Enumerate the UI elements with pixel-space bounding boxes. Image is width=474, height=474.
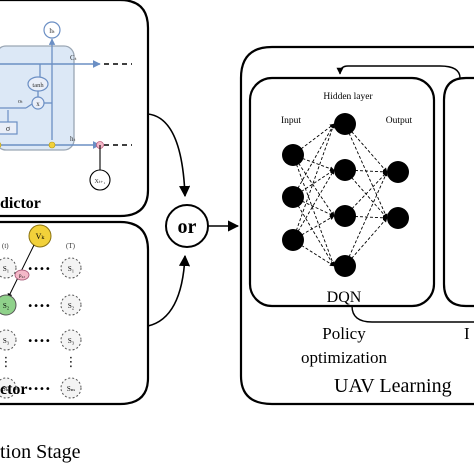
sigma-label: σ	[6, 124, 11, 133]
state-label: Sₘ	[2, 385, 11, 393]
dqn-box	[248, 76, 436, 308]
output-neuron	[387, 207, 409, 229]
state-label: S₃	[3, 337, 10, 345]
feedback-arrow-top	[336, 65, 461, 79]
network-edge	[292, 123, 335, 156]
vertical-ellipsis: ⋮	[0, 355, 13, 370]
network-edge	[292, 169, 335, 241]
hidden-neuron	[334, 113, 356, 135]
time-label-t: (t)	[2, 242, 9, 250]
state-node	[0, 329, 17, 351]
state-node	[60, 329, 82, 351]
input-label: Input	[281, 116, 301, 126]
network-edge	[292, 239, 335, 267]
state-label: S₂	[68, 302, 75, 310]
lstm-predictor-panel: Cₜ hₜ tanh x oₜ σ hₜ Xₜ₊₁	[0, 0, 150, 218]
state-node	[60, 377, 82, 399]
state-node	[0, 257, 17, 279]
uav-panel-border	[239, 45, 474, 406]
uav-learning-panel: Hidden layer Input Output DQN Policy opt…	[239, 45, 474, 406]
hidden-state-label: hₜ	[70, 135, 76, 143]
state-label: S₂	[3, 302, 10, 310]
markov-panel-label: ctor	[0, 381, 28, 398]
state-node	[0, 294, 17, 316]
hidden-neuron	[334, 255, 356, 277]
state-label: S₁	[3, 265, 9, 273]
x-next-label: Xₜ₊₁	[94, 179, 105, 185]
cell-state-label: Cₜ	[70, 54, 77, 62]
state-label: Sₘ	[67, 385, 76, 393]
network-edge	[292, 154, 335, 267]
ellipsis-dots: ••••	[27, 264, 51, 275]
ellipsis-dots: ••••	[27, 384, 51, 395]
input-neuron	[282, 186, 304, 208]
network-edge	[292, 154, 335, 217]
transition-badge	[14, 269, 30, 281]
bottom-stage-caption: tion Stage	[0, 441, 81, 463]
markov-predictor-panel: (t) (T) Vₖ p₂₂ S₁ S₁ •••• S₂ S₂ •••• S₃ S₃ •••• S…	[0, 220, 150, 406]
connector-arrows	[147, 113, 240, 327]
dqn-label: DQN	[327, 289, 362, 306]
output-gate-label: oₜ	[18, 99, 23, 105]
v-node-label: Vₖ	[36, 232, 46, 241]
feedback-arrow-bottom	[351, 305, 474, 323]
uav-learning-label: UAV Learning	[334, 375, 452, 397]
h-output-label: hₜ	[49, 27, 55, 35]
lstm-panel-label: dictor	[0, 195, 41, 212]
ellipsis-dots: ••••	[27, 301, 51, 312]
hidden-neuron	[334, 205, 356, 227]
v-node	[28, 224, 52, 248]
state-node	[60, 257, 82, 279]
network-edge	[344, 171, 388, 267]
markov-panel-border	[0, 220, 150, 406]
state-label: S₁	[68, 265, 74, 273]
network-edge	[292, 123, 335, 198]
hidden-neuron	[334, 159, 356, 181]
tanh-label: tanh	[32, 82, 44, 89]
x-next-node	[89, 169, 111, 191]
partial-right-label: I	[464, 324, 470, 343]
hidden-layer-label: Hidden layer	[323, 92, 373, 102]
state-label: S₃	[68, 337, 75, 345]
ellipsis-dots: ••••	[27, 336, 51, 347]
or-label: or	[178, 216, 197, 238]
state-node	[0, 377, 17, 399]
output-label: Output	[386, 116, 413, 126]
vertical-ellipsis: ⋮	[65, 355, 78, 370]
time-label-T: (T)	[66, 242, 76, 250]
input-neuron	[282, 229, 304, 251]
transition-label: p₂₂	[19, 274, 25, 279]
network-edge	[292, 196, 335, 267]
or-node	[165, 204, 209, 248]
secondary-box	[442, 76, 474, 308]
network-edge	[292, 123, 335, 241]
lstm-panel-border	[0, 0, 150, 218]
network-edge	[292, 169, 335, 198]
multiply-label: x	[36, 100, 40, 108]
h-output-node	[43, 21, 61, 39]
policy-label-line1: Policy	[322, 324, 366, 343]
state-node	[60, 294, 82, 316]
output-neuron	[387, 161, 409, 183]
input-neuron	[282, 144, 304, 166]
policy-label-line2: optimization	[301, 348, 387, 367]
